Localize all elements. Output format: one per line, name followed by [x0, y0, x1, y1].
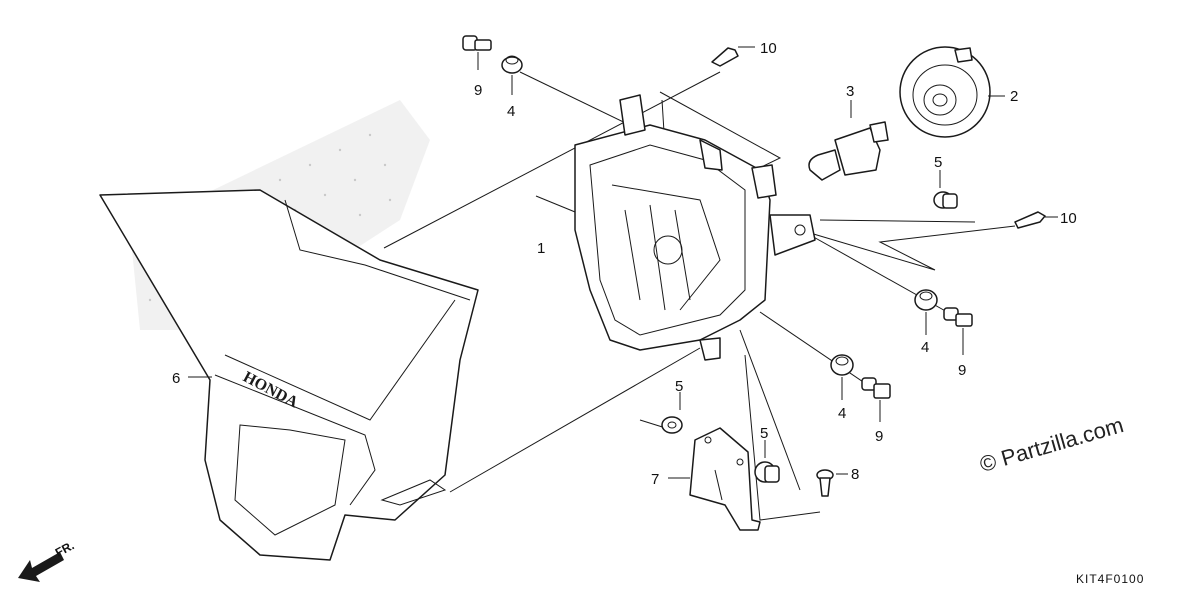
- collar-5c: [754, 461, 780, 483]
- callout-9: 9: [958, 362, 966, 379]
- screw-10b: [1014, 211, 1046, 229]
- callout-5: 5: [934, 154, 942, 171]
- callout-3: 3: [846, 83, 854, 100]
- collar-5a: [933, 191, 958, 209]
- headlight-bracket: [689, 427, 761, 531]
- callout-1: 1: [537, 240, 545, 257]
- grommet-4c: [830, 354, 854, 376]
- screw-10a: [711, 47, 739, 67]
- callout-8: 8: [851, 466, 859, 483]
- callout-10: 10: [760, 40, 777, 57]
- callout-5: 5: [760, 425, 768, 442]
- callout-7: 7: [651, 471, 659, 488]
- callout-4: 4: [838, 405, 846, 422]
- screw-8: [816, 469, 834, 497]
- headlight-cowl: HONDA: [99, 189, 479, 561]
- dust-cover: [899, 46, 991, 138]
- collar-5b: [661, 416, 683, 434]
- bolt-9c: [861, 377, 891, 399]
- callout-4: 4: [507, 103, 515, 120]
- bolt-9a: [462, 35, 492, 51]
- grommet-4a: [501, 55, 523, 74]
- diagram-code: KIT4F0100: [1076, 572, 1145, 586]
- grommet-4b: [914, 289, 938, 311]
- callout-6: 6: [172, 370, 180, 387]
- headlight-bulb: [808, 121, 889, 181]
- callout-4: 4: [921, 339, 929, 356]
- callout-labels: 1 2 3 4 4 4 5 5 5 6 7 8 9 9 9 10 10: [172, 40, 1077, 488]
- callout-9: 9: [474, 82, 482, 99]
- callout-5: 5: [675, 378, 683, 395]
- callout-9: 9: [875, 428, 883, 445]
- callout-leaders: [188, 46, 1058, 479]
- bolt-9b: [943, 307, 973, 327]
- front-direction-arrow-icon: [18, 552, 64, 582]
- callout-2: 2: [1010, 88, 1018, 105]
- callout-10: 10: [1060, 210, 1077, 227]
- headlight-unit: [574, 94, 816, 361]
